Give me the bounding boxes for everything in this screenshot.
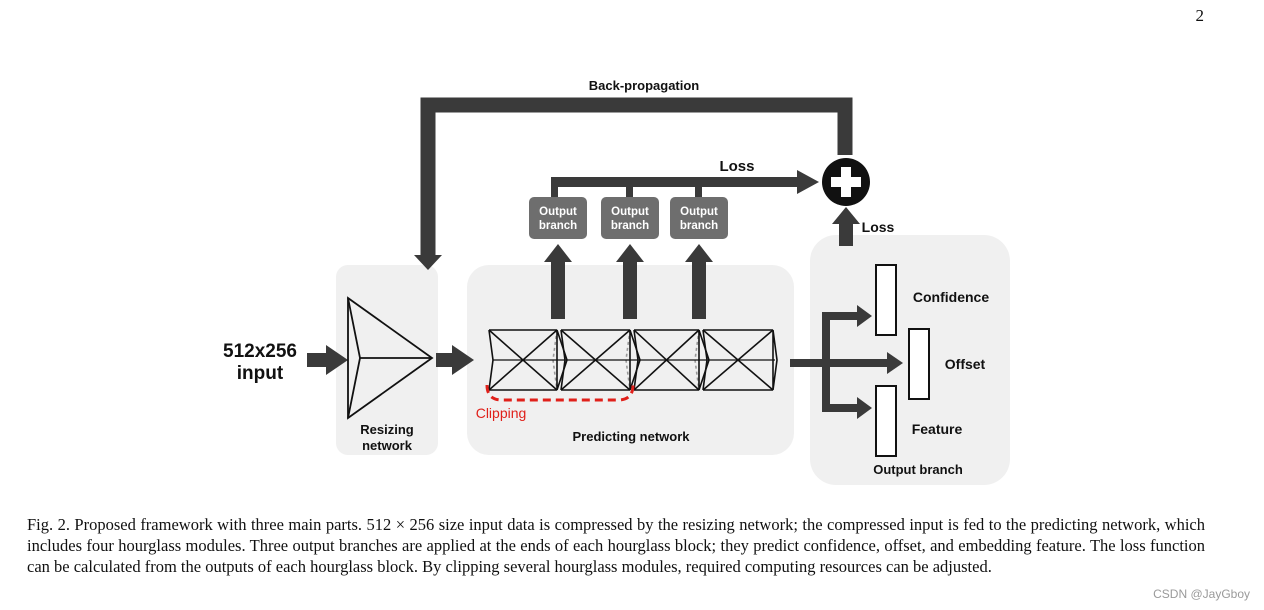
output-panel-label: Output branch <box>873 462 963 477</box>
up-arrow-1 <box>544 244 572 319</box>
framework-diagram: Back-propagation Loss Output branch Outp… <box>223 78 1010 485</box>
plus-icon-v <box>841 167 851 197</box>
predicting-label: Predicting network <box>572 429 690 444</box>
backprop-arrowhead <box>414 255 442 270</box>
clipping-label: Clipping <box>476 405 527 421</box>
hourglass-modules <box>488 329 778 391</box>
feature-label: Feature <box>912 421 963 437</box>
figure-caption: Fig. 2. Proposed framework with three ma… <box>27 515 1205 576</box>
confidence-label: Confidence <box>913 289 989 305</box>
output-branch-2-line1: Output <box>611 206 649 218</box>
clipping-bracket <box>485 384 635 402</box>
backprop-arrow-line <box>420 97 853 258</box>
loss-top-label: Loss <box>719 158 754 175</box>
up-arrow-3 <box>685 244 713 319</box>
loss-up-arrow <box>832 207 860 246</box>
output-branch-1-line2: branch <box>539 220 577 232</box>
output-branch-box-3 <box>670 197 728 239</box>
output-branch-box-2 <box>601 197 659 239</box>
confidence-head <box>875 264 897 336</box>
output-branch-2-line2: branch <box>611 220 649 232</box>
output-branch-3-line2: branch <box>680 220 718 232</box>
resizing-label-line2: network <box>362 438 413 453</box>
output-branch-box-1 <box>529 197 587 239</box>
input-arrow <box>307 345 348 375</box>
loss-arrowhead <box>797 170 819 194</box>
input-label-line1: 512x256 <box>223 341 297 362</box>
output-branch-1-line1: Output <box>539 206 577 218</box>
loss-drop-2 <box>626 177 633 197</box>
loss-drop-1 <box>551 177 558 197</box>
resize-to-predict-arrow <box>436 345 474 375</box>
fork-arrows <box>790 305 903 419</box>
feature-head <box>875 385 897 457</box>
backprop-label: Back-propagation <box>589 78 700 93</box>
watermark: CSDN @JayGboy <box>1153 587 1250 601</box>
page-number: 2 <box>1195 6 1205 25</box>
resizing-network-shape <box>347 296 434 420</box>
offset-head <box>908 328 930 400</box>
loss-drop-3 <box>695 177 702 197</box>
resizing-label-line1: Resizing <box>360 422 414 437</box>
loss-right-label: Loss <box>862 219 895 235</box>
offset-label: Offset <box>945 356 986 372</box>
output-branch-3-line1: Output <box>680 206 718 218</box>
input-label-line2: input <box>237 363 284 384</box>
up-arrow-2 <box>616 244 644 319</box>
